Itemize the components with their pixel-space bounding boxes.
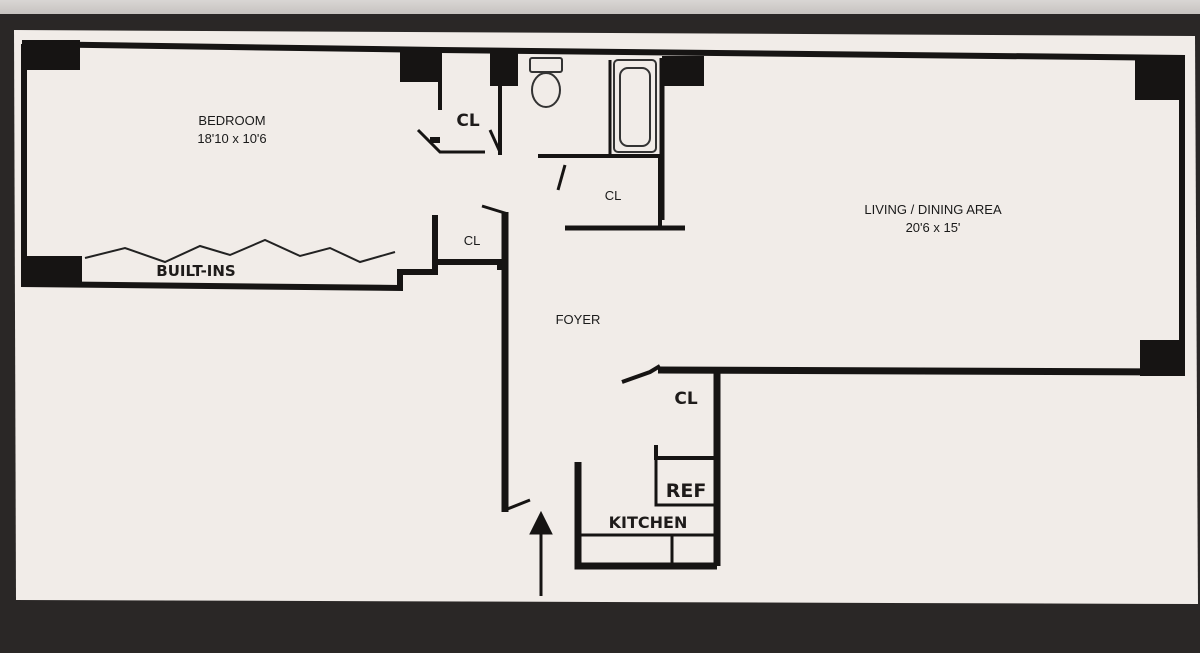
paper-sheet: [14, 30, 1198, 604]
closet-small-label: CL: [464, 233, 481, 248]
bathtub-icon: [613, 59, 657, 153]
bedroom-label: BEDROOM: [198, 113, 265, 128]
closet-hall-label: CL: [605, 188, 622, 203]
bathroom-fixtures: [529, 57, 657, 153]
closet-bedroom-label: CL: [456, 111, 479, 131]
kitchen-label: KITCHEN: [609, 513, 688, 532]
toilet-bowl-icon: [531, 72, 561, 108]
living-dimensions: 20'6 x 15': [906, 220, 961, 235]
living-label: LIVING / DINING AREA: [864, 202, 1002, 217]
wall-pillars: [22, 40, 1185, 376]
foyer-label: FOYER: [556, 312, 601, 327]
builtins-label: BUILT-INS: [156, 262, 235, 280]
entry-arrow: [529, 510, 553, 596]
builtins-zigzag: [84, 238, 396, 264]
refrigerator-label: REF: [666, 480, 707, 502]
bedroom-dimensions: 18'10 x 10'6: [197, 131, 266, 146]
closet-kitchen-label: CL: [674, 389, 697, 409]
